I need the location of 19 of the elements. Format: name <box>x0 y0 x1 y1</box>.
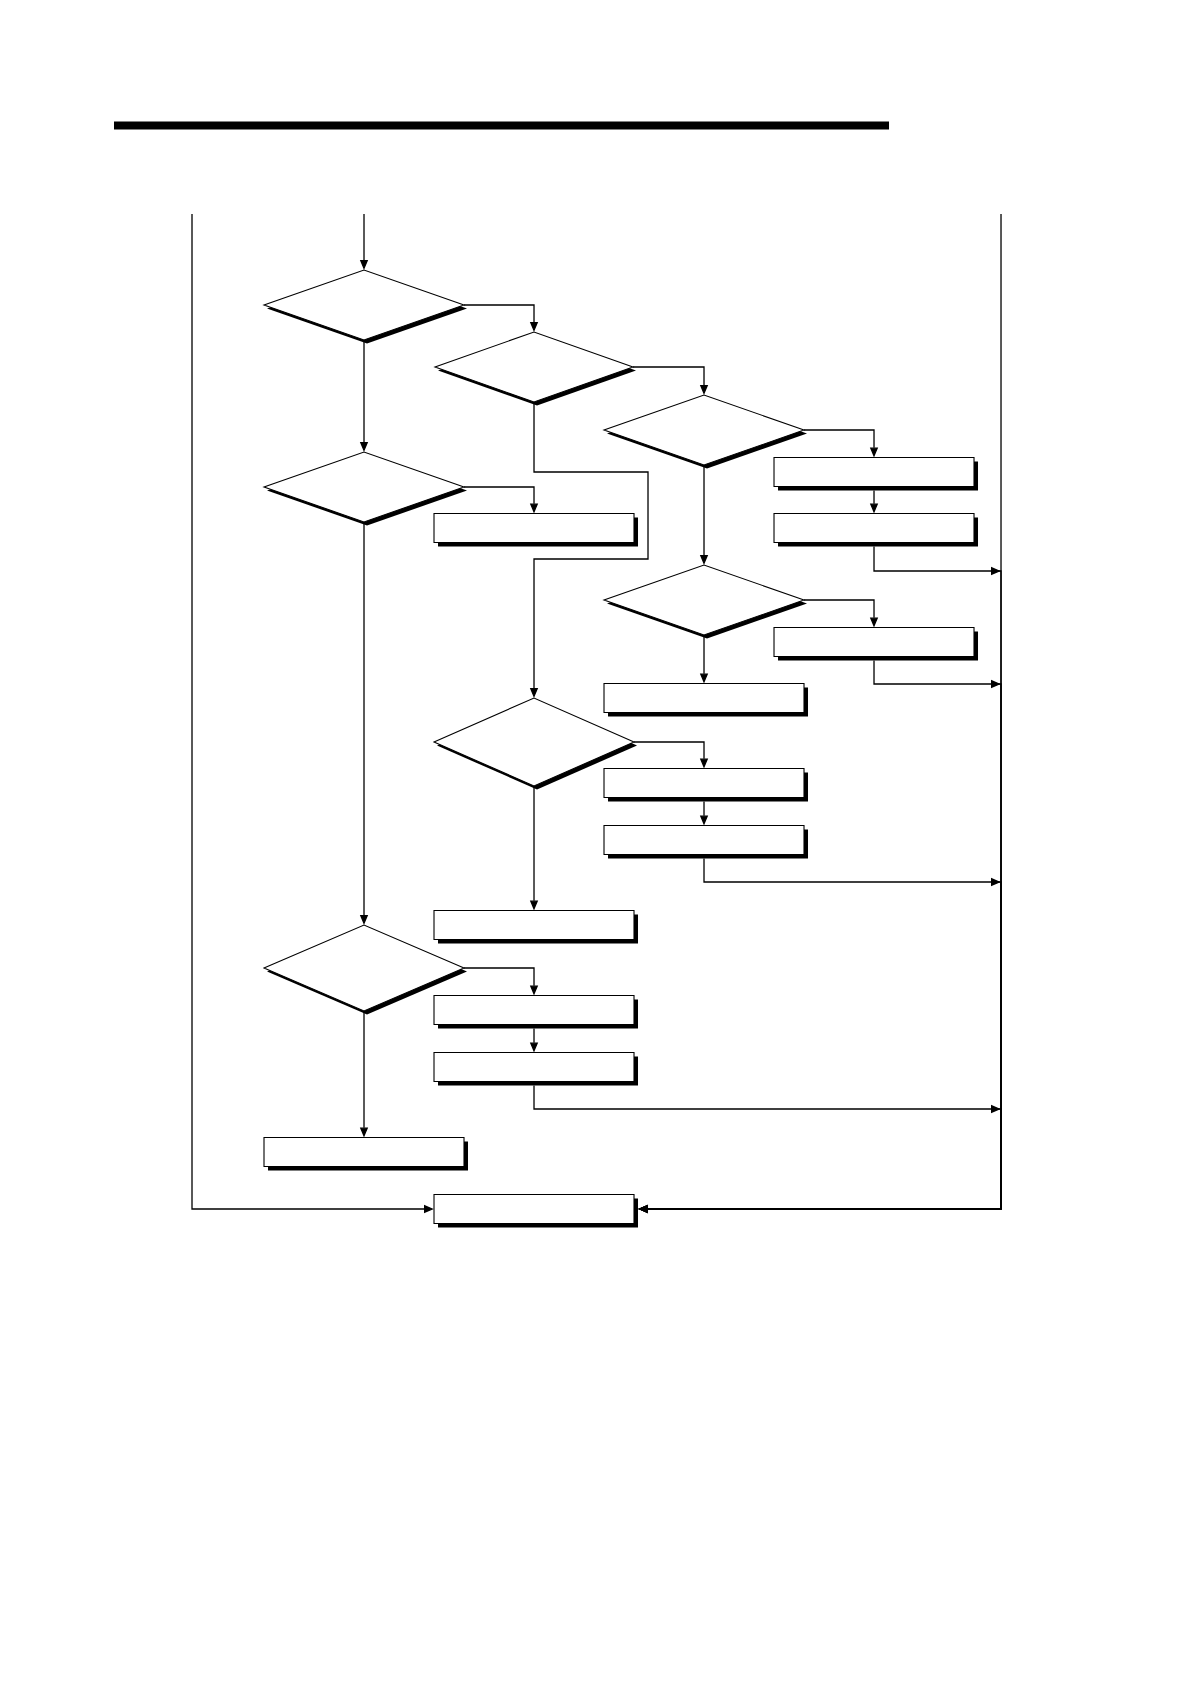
process-box <box>433 1051 638 1086</box>
decision-diamond <box>262 924 467 1015</box>
decision-diamond <box>602 394 807 469</box>
process-box <box>773 512 978 547</box>
process-box <box>773 626 978 661</box>
process-box <box>433 909 638 944</box>
process-box <box>263 1136 468 1171</box>
decision-diamond <box>433 331 636 406</box>
process-box <box>433 994 638 1029</box>
process-box <box>773 456 978 491</box>
decision-diamond <box>262 451 467 526</box>
process-box <box>433 512 638 547</box>
process-box <box>603 767 808 802</box>
process-box <box>603 682 808 717</box>
process-box <box>433 1193 638 1228</box>
decision-diamond <box>432 697 637 790</box>
decision-diamond <box>262 269 467 344</box>
decision-diamond <box>602 564 807 639</box>
process-box <box>603 824 808 859</box>
